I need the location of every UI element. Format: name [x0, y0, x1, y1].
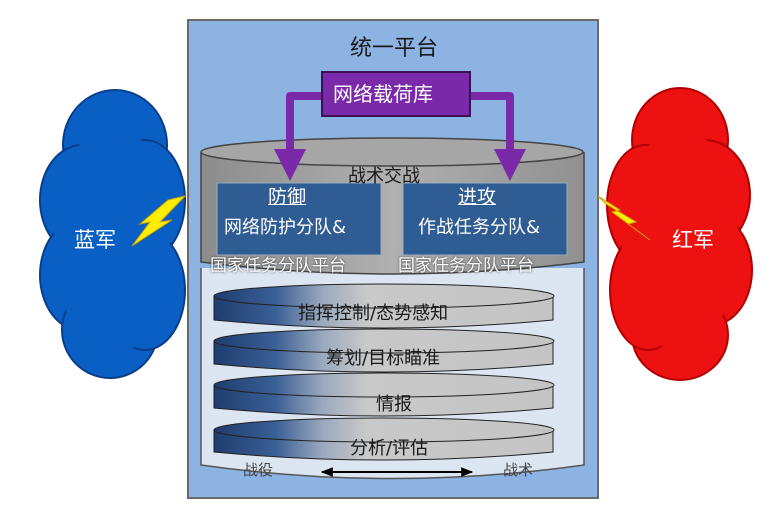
payload-arrow-left — [274, 92, 322, 181]
left-lightning-icon — [131, 195, 187, 247]
layer-label-1: 指挥控制/态势感知 — [298, 303, 449, 324]
layer-disk-4 — [213, 417, 555, 461]
payload-library-label: 网络载荷库 — [333, 82, 433, 106]
offense-line-2: 国家任务分队平台 — [398, 256, 534, 276]
defense-line-1: 网络防护分队& — [224, 217, 347, 238]
red-team-label: 红军 — [672, 228, 714, 252]
offense-heading: 进攻 — [458, 186, 497, 208]
red-team-cloud — [606, 87, 753, 381]
scale-left-label: 战役 — [243, 461, 274, 479]
layer-disk-2 — [213, 328, 555, 373]
tactical-engagement-label: 战术交战 — [348, 166, 420, 187]
layer-label-4: 分析/评估 — [350, 438, 429, 459]
layer-label-2: 筹划/目标瞄准 — [326, 348, 441, 369]
scale-right-label: 战术 — [503, 461, 534, 479]
offense-line-1: 作战任务分队& — [418, 217, 541, 238]
layer-label-3: 情报 — [376, 394, 412, 415]
blue-team-label: 蓝军 — [74, 228, 116, 252]
right-lightning-icon — [597, 195, 651, 241]
payload-arrow-right — [470, 92, 526, 181]
layer-disk-1 — [213, 283, 555, 329]
payload-library-box — [321, 71, 471, 117]
layer-disk-3 — [213, 372, 555, 417]
offense-box — [402, 182, 568, 256]
defense-line-2: 国家任务分队平台 — [210, 256, 346, 276]
blue-team-cloud — [39, 89, 186, 379]
defense-heading: 防御 — [268, 186, 307, 208]
platform-title: 统一平台 — [350, 36, 439, 61]
defense-box — [216, 182, 382, 256]
